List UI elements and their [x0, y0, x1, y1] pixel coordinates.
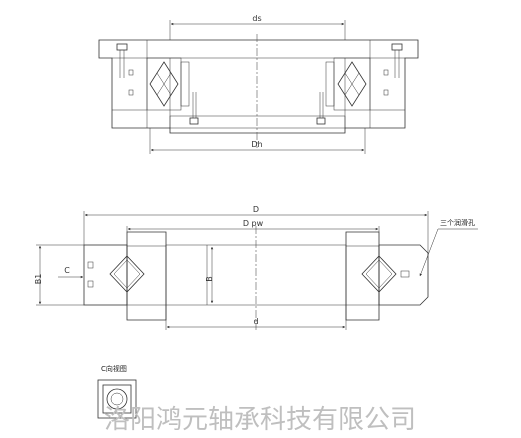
lube-hole-leader: [419, 228, 478, 277]
detail-outer-frame: [97, 379, 137, 419]
right-roller: [361, 246, 410, 305]
dim-label-dh: Dh: [251, 140, 262, 149]
detail-hole: [106, 388, 128, 410]
top-view: ds Dh: [98, 14, 419, 154]
top-view-right-roller: [325, 57, 371, 111]
dim-label-dpw: D pw: [243, 219, 264, 228]
left-roller: [109, 246, 145, 305]
detail-view-title: C向视图: [101, 364, 127, 373]
dim-label-b1: B1: [34, 274, 43, 285]
right-inner-ring: [345, 231, 380, 321]
detail-view: C向视图: [97, 364, 137, 419]
dim-label-ds: ds: [252, 14, 261, 23]
dim-label-d-outer: D: [253, 205, 259, 214]
dim-label-b: B: [205, 276, 214, 282]
view-arrow-c-label: C: [64, 266, 70, 275]
top-view-bolts: [116, 43, 403, 125]
lube-hole-note: 三个润滑孔: [440, 218, 475, 227]
section-view: D D pw d B1 B C 三个润滑孔: [34, 205, 478, 330]
dim-label-d-inner: d: [253, 317, 258, 326]
left-inner-ring: [126, 231, 167, 321]
left-outer-ring: [83, 244, 128, 306]
top-view-left-roller: [146, 57, 190, 111]
company-watermark: 洛阳鸿元轴承科技有限公司: [104, 405, 416, 435]
top-view-bore: [169, 115, 346, 129]
